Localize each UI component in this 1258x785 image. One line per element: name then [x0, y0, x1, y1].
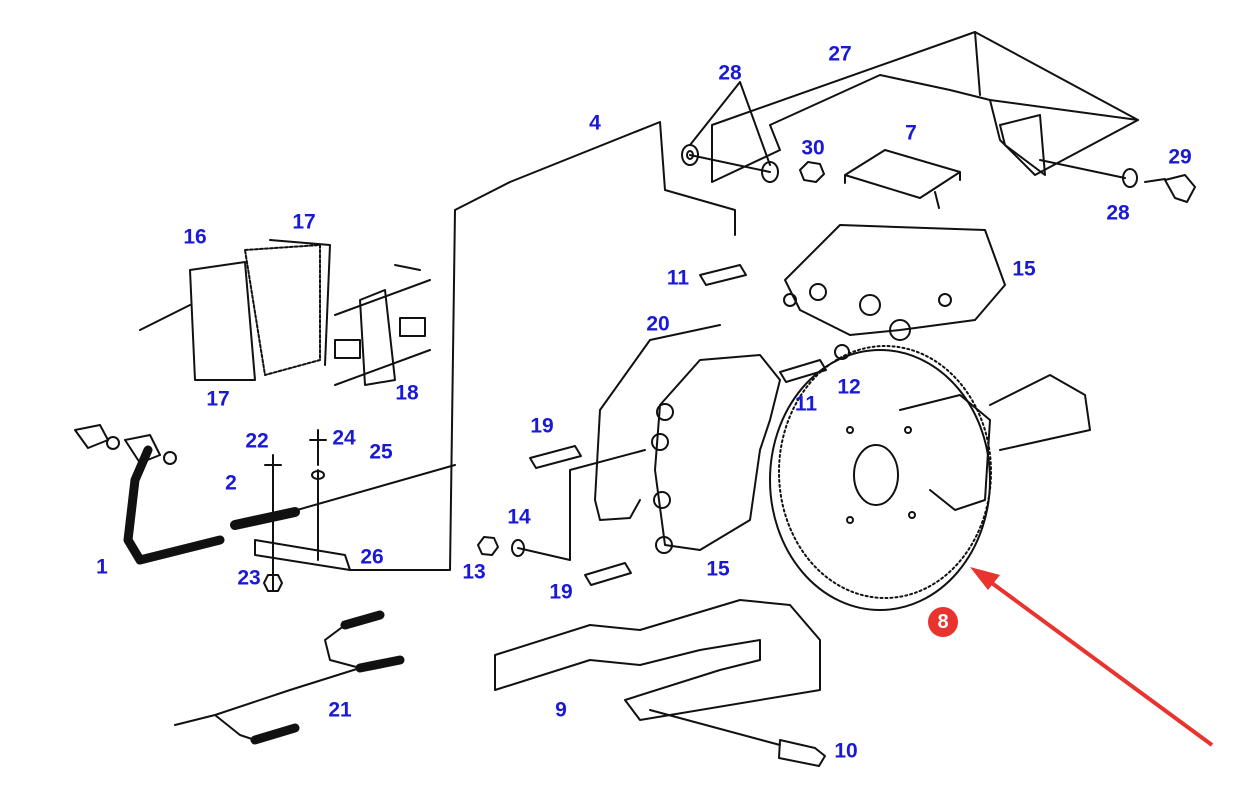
hose-end-2: [230, 507, 300, 530]
plate-26: [254, 539, 351, 571]
washer-28b: [761, 161, 779, 183]
bracket-7: [844, 149, 961, 209]
label-part-23: 23: [237, 566, 261, 590]
highlight-badge-part: 8: [928, 607, 958, 637]
label-part-1: 1: [96, 555, 108, 579]
nut-13: [477, 536, 499, 556]
label-part-21: 21: [328, 698, 352, 722]
retaining-pins-18: [334, 264, 431, 386]
label-part-27: 27: [828, 42, 852, 66]
bolt-19a: [529, 445, 582, 469]
label-part-11b: 11: [794, 392, 818, 416]
label-part-13: 13: [462, 560, 486, 584]
label-part-28: 28: [718, 61, 742, 85]
label-part-20: 20: [646, 312, 670, 336]
brake-hose-1: [123, 445, 225, 565]
label-part-9: 9: [555, 698, 567, 722]
bolt-11a: [699, 264, 747, 286]
label-part-28b: 28: [1106, 201, 1130, 225]
label-part-19b: 19: [549, 580, 573, 604]
label-part-30: 30: [801, 136, 825, 160]
label-part-10: 10: [834, 739, 858, 763]
brake-shield: [711, 31, 1139, 183]
label-part-17b: 17: [206, 387, 230, 411]
label-part-25: 25: [369, 440, 393, 464]
caliper-lower: [651, 354, 781, 554]
brake-line-20: [594, 324, 721, 521]
label-part-16: 16: [183, 225, 207, 249]
label-part-26: 26: [360, 545, 384, 569]
label-part-14: 14: [507, 505, 531, 529]
sensor-wire-21: [174, 610, 405, 745]
label-part-18: 18: [395, 381, 419, 405]
bolt-11b: [779, 359, 827, 383]
label-part-24: 24: [332, 426, 356, 450]
highlight-arrow: [970, 567, 1214, 747]
label-part-29: 29: [1168, 145, 1192, 169]
label-part-15b: 15: [706, 557, 730, 581]
brake-pads: [139, 239, 331, 381]
bolt-24: [309, 429, 327, 561]
nut-30: [799, 161, 825, 183]
bolt-29: [1039, 159, 1196, 203]
bolt-19b: [584, 562, 632, 586]
caliper-upper: [783, 224, 1006, 341]
brake-disc-8: [769, 345, 1091, 611]
label-part-4: 4: [589, 111, 601, 135]
label-part-15: 15: [1012, 257, 1036, 281]
support-bracket-9: [494, 599, 821, 721]
label-part-22: 22: [245, 429, 269, 453]
label-part-2: 2: [225, 471, 237, 495]
nut-23: [263, 574, 283, 592]
label-part-11: 11: [666, 266, 690, 290]
brake-line-4: [509, 121, 736, 236]
bolt-10: [649, 709, 826, 767]
label-part-17: 17: [292, 210, 316, 234]
label-part-7: 7: [905, 121, 917, 145]
label-part-19: 19: [530, 414, 554, 438]
label-part-12: 12: [837, 375, 861, 399]
washer-14: [511, 539, 525, 557]
